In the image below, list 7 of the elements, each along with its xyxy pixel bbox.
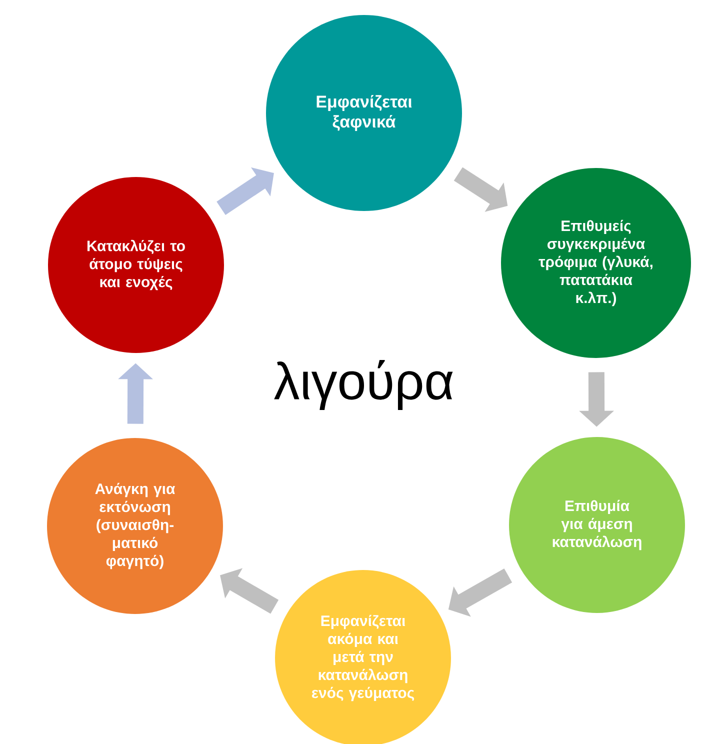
circle-node: Επιθυμείς συγκεκριμένα τρόφιμα (γλυκά, πατατάκια κ.λπ.) [501,168,691,358]
title: λιγούρα [274,360,453,410]
circle-node: Επιθυμία για άμεση κατανάλωση [509,437,685,613]
block-arrow [216,167,274,215]
circle-node: Εμφανίζεται ξαφνικά [266,15,462,211]
circle-node: Κατακλύζει το άτομο τύψεις και ενοχές [48,177,224,353]
circle-node: Ανάγκη για εκτόνωση (συναισθη-ματικό φαγητό) [47,438,223,614]
